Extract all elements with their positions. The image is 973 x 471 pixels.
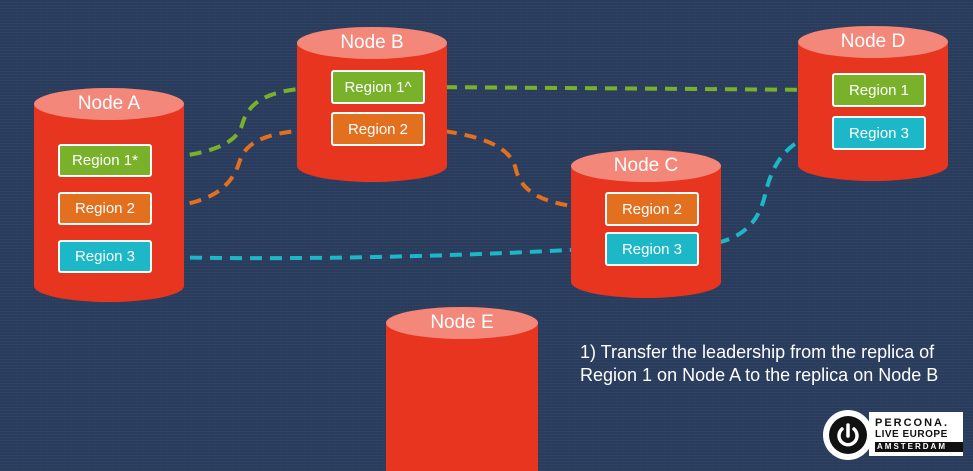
node-d-region-3[interactable]: Region 3	[832, 116, 926, 150]
region-2-link	[149, 127, 607, 211]
logo-city: AMSTERDAM	[875, 441, 963, 452]
node-b-region-2[interactable]: Region 2	[331, 112, 425, 146]
node-d-label: Node D	[798, 26, 948, 58]
percona-live-logo: PERCONA. LIVE EUROPE AMSTERDAM	[823, 410, 973, 460]
node-c: Node C Region 2 Region 3	[571, 150, 721, 298]
logo-brand: PERCONA.	[875, 416, 950, 429]
node-a-region-2[interactable]: Region 2	[58, 192, 152, 225]
node-c-region-2[interactable]: Region 2	[605, 192, 699, 226]
node-a-label: Node A	[34, 88, 184, 120]
node-b: Node B Region 1^ Region 2	[297, 27, 447, 182]
node-d-region-1[interactable]: Region 1	[832, 73, 926, 107]
power-icon	[823, 410, 873, 460]
step-caption: 1) Transfer the leadership from the repl…	[580, 342, 939, 385]
node-e-label: Node E	[386, 307, 538, 339]
node-c-label: Node C	[571, 150, 721, 182]
node-a: Node A Region 1* Region 2 Region 3	[34, 88, 184, 302]
region-1-link	[149, 85, 833, 162]
node-c-region-3[interactable]: Region 3	[605, 232, 699, 266]
node-e: Node E	[386, 307, 538, 471]
region-3-link	[149, 131, 833, 261]
logo-text-block: PERCONA. LIVE EUROPE AMSTERDAM	[869, 412, 963, 456]
node-b-label: Node B	[297, 27, 447, 59]
node-a-region-1[interactable]: Region 1*	[58, 144, 152, 177]
node-a-region-3[interactable]: Region 3	[58, 240, 152, 273]
logo-event: LIVE EUROPE	[875, 428, 948, 440]
node-d: Node D Region 1 Region 3	[798, 26, 948, 181]
node-b-region-1[interactable]: Region 1^	[331, 70, 425, 104]
